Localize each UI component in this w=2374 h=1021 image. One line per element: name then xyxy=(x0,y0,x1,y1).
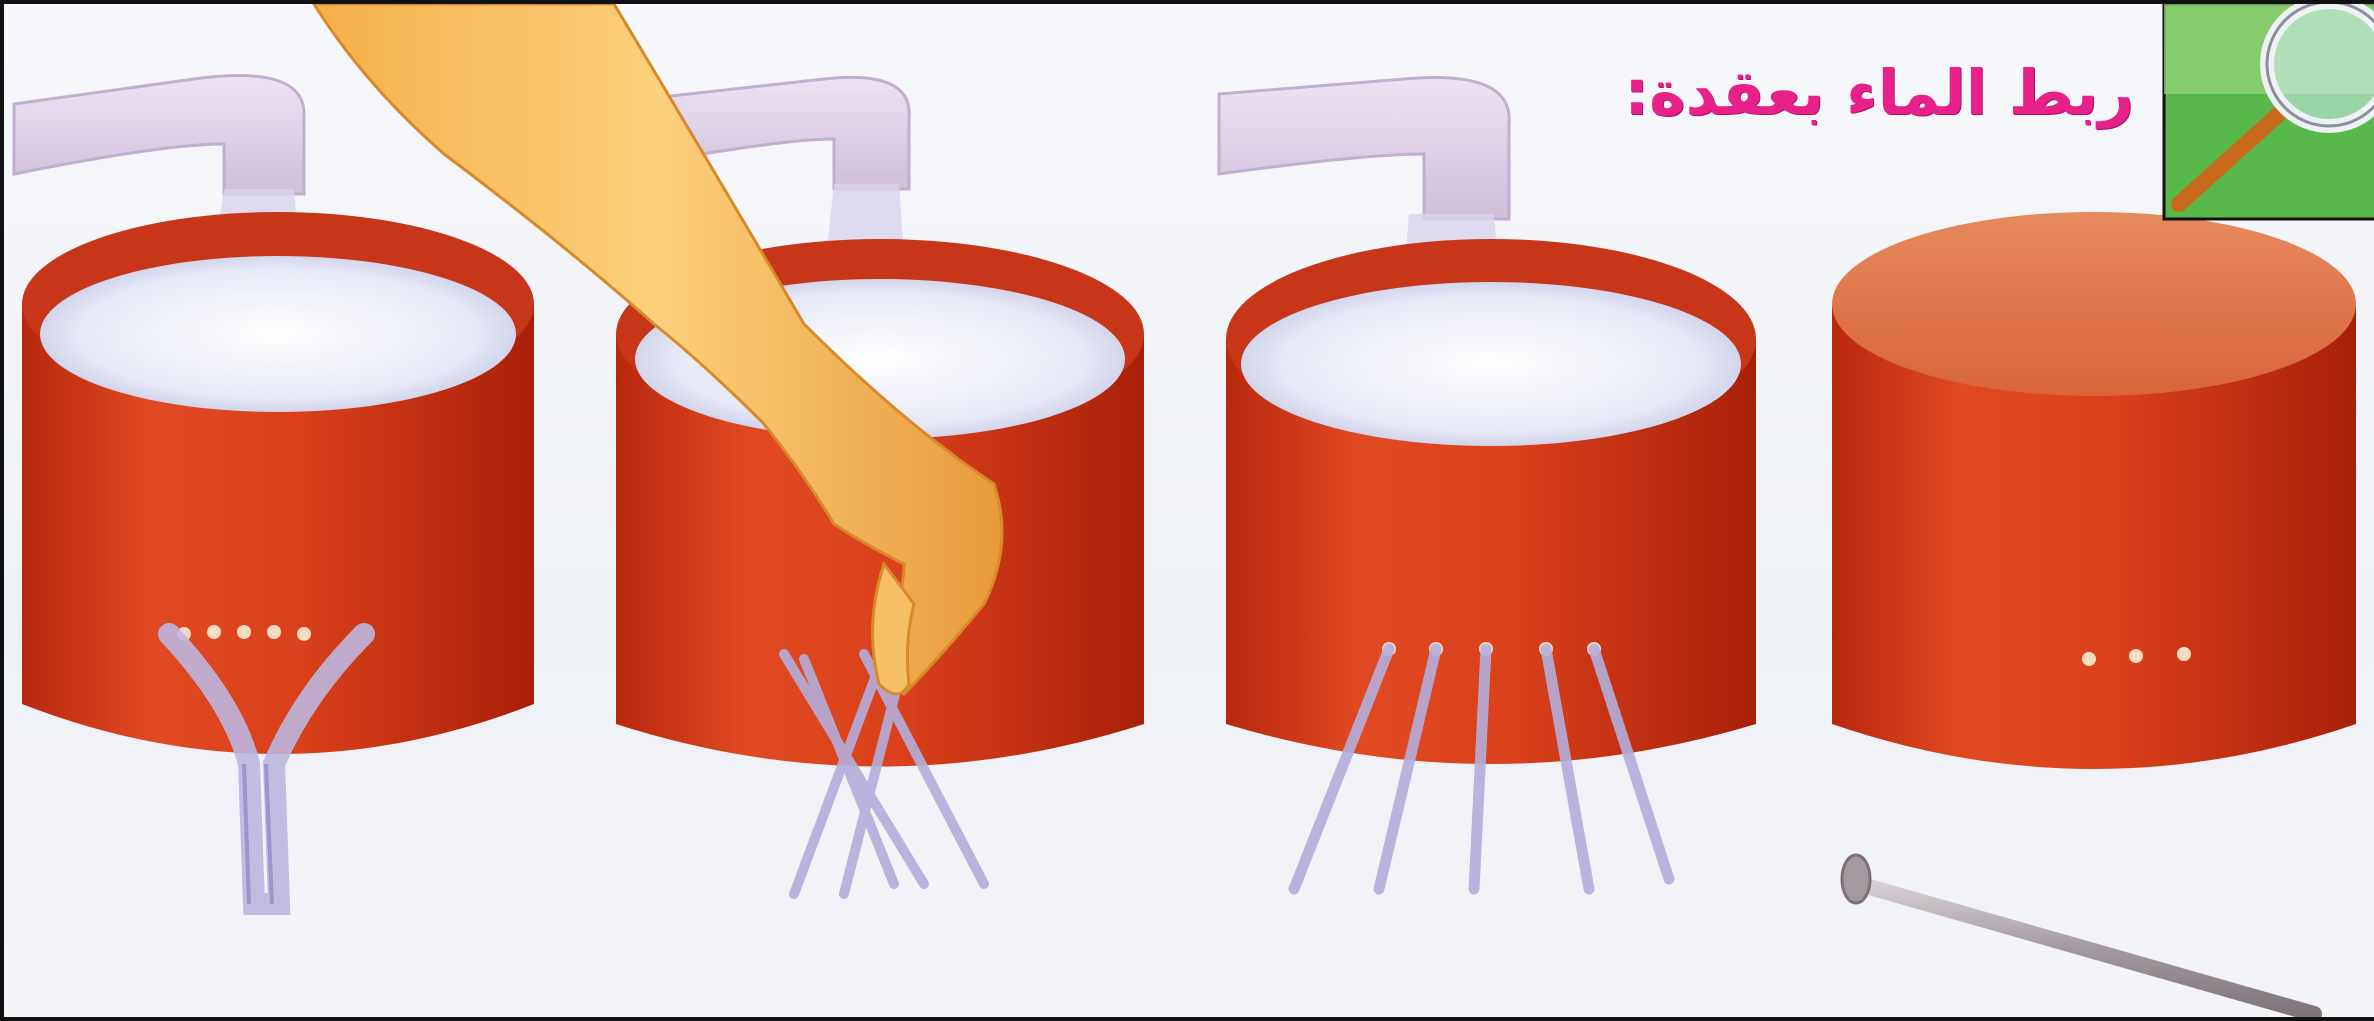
panel-can-with-three-holes xyxy=(1832,212,2356,1014)
nail-icon xyxy=(1842,855,2314,1014)
can-lid xyxy=(1832,212,2356,396)
magnifying-glass-icon xyxy=(2164,4,2374,219)
water-surface xyxy=(1241,282,1741,446)
faucet xyxy=(1219,77,1509,219)
water-surface xyxy=(40,256,516,412)
page-title: ربط الماء بعقدة: xyxy=(1624,56,2134,129)
faucet xyxy=(14,76,304,194)
illustration xyxy=(4,4,2374,1021)
panel-five-streams-twisted-together xyxy=(14,76,534,904)
panel-five-separate-streams xyxy=(1219,77,1756,889)
